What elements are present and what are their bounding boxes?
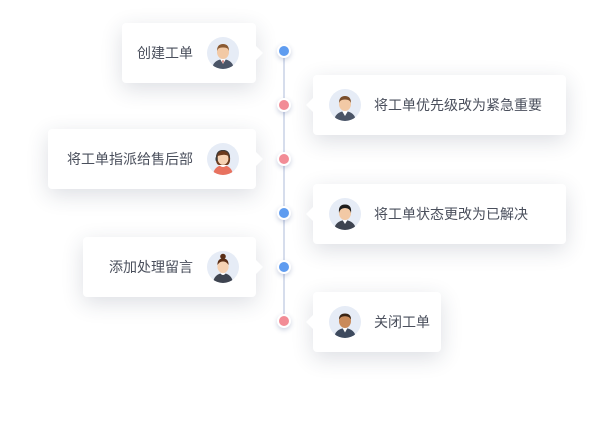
man-black-hair-icon <box>329 198 361 230</box>
event-label: 添加处理留言 <box>109 260 193 276</box>
man-dark-skin-icon <box>329 306 361 338</box>
timeline-dot <box>277 260 291 274</box>
woman-bun-icon <box>207 251 239 283</box>
timeline-dot <box>277 98 291 112</box>
event-label: 关闭工单 <box>374 315 430 331</box>
man-brown-hair-icon <box>329 89 361 121</box>
event-label: 将工单优先级改为紧急重要 <box>374 98 542 114</box>
timeline-dot <box>277 152 291 166</box>
timeline-dot <box>277 44 291 58</box>
event-label: 将工单状态更改为已解决 <box>374 207 528 223</box>
event-card-comment: 添加处理留言 <box>83 237 263 297</box>
event-label: 将工单指派给售后部 <box>67 152 193 168</box>
timeline-line <box>283 50 285 320</box>
woman-headset-icon <box>207 143 239 175</box>
event-card-close: 关闭工单 <box>306 292 441 352</box>
event-card-resolved: 将工单状态更改为已解决 <box>306 184 566 244</box>
event-card-assign: 将工单指派给售后部 <box>48 129 263 189</box>
event-label: 创建工单 <box>137 46 193 62</box>
man-brown-hair-icon <box>207 37 239 69</box>
event-card-priority: 将工单优先级改为紧急重要 <box>306 75 566 135</box>
event-card-create-ticket: 创建工单 <box>122 23 263 83</box>
timeline-dot <box>277 206 291 220</box>
timeline-dot <box>277 314 291 328</box>
